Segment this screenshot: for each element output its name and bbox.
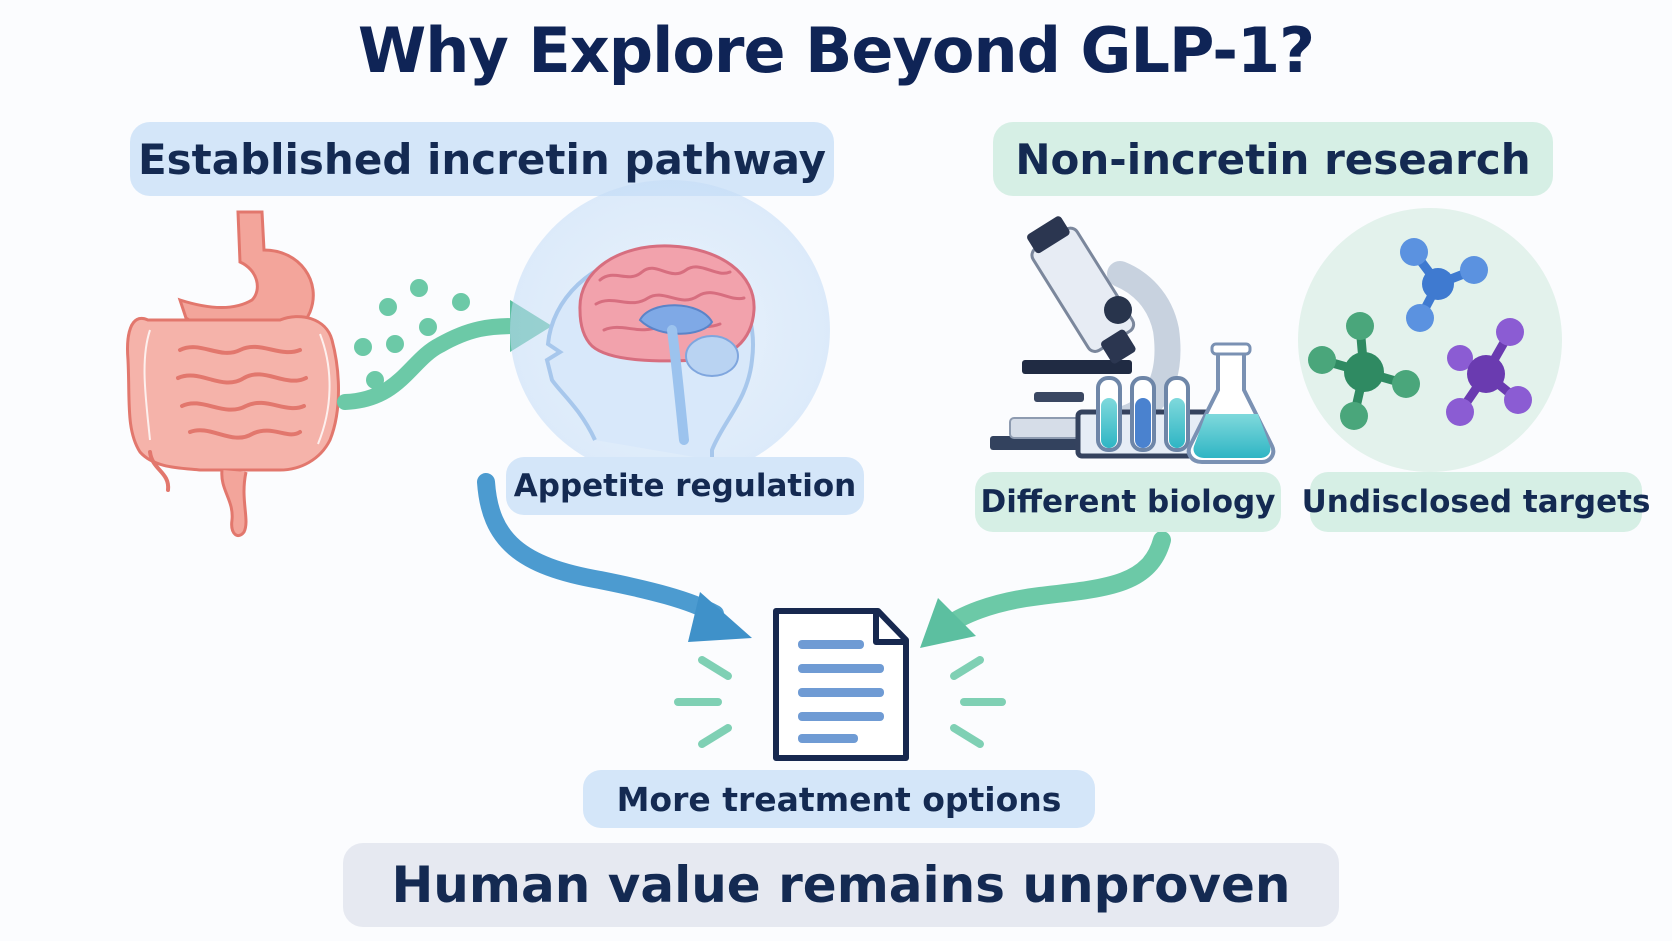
conclusion-banner: Human value remains unproven — [343, 843, 1339, 927]
molecules-icon — [1298, 208, 1562, 472]
document-icon — [773, 608, 909, 761]
incretin-to-document-arrow — [477, 473, 752, 642]
hormone-dots — [354, 279, 470, 389]
label-more-treatment-options: More treatment options — [583, 770, 1095, 828]
flask-icon — [1186, 342, 1276, 464]
document-glow-marks — [674, 656, 1006, 748]
label-undisclosed-targets: Undisclosed targets — [1302, 472, 1650, 532]
gut-icon — [126, 210, 340, 537]
section-header-non-incretin: Non-incretin research — [993, 122, 1553, 196]
test-tubes-icon — [1075, 376, 1221, 459]
label-appetite-regulation: Appetite regulation — [506, 457, 864, 515]
brain-head-icon — [510, 180, 830, 480]
label-different-biology: Different biology — [975, 472, 1281, 532]
research-to-document-arrow — [920, 531, 1171, 648]
page-title: Why Explore Beyond GLP-1? — [357, 14, 1315, 87]
section-header-incretin: Established incretin pathway — [130, 122, 834, 196]
